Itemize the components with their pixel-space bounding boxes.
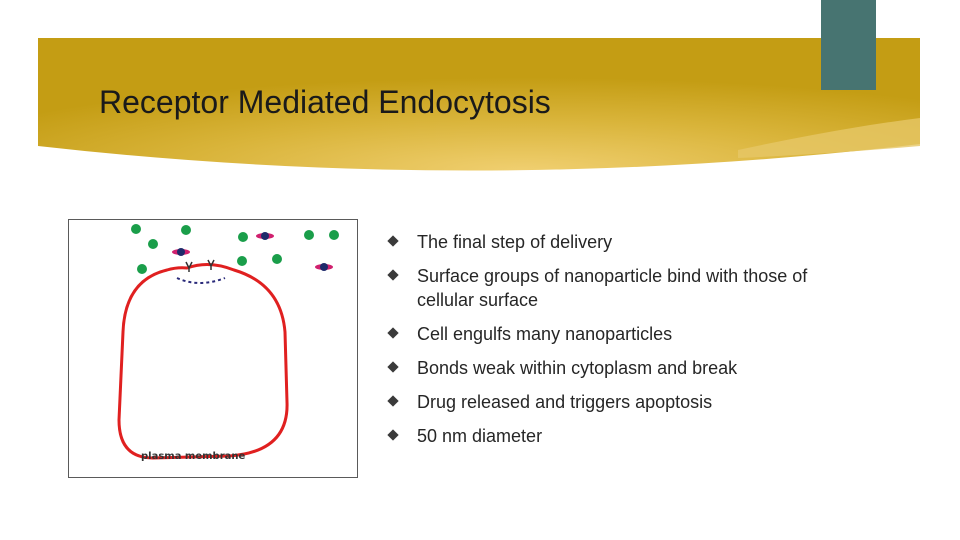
title-banner	[38, 0, 920, 171]
bullet-item: Drug released and triggers apoptosis	[386, 390, 866, 414]
membrane-label: plasma membrane	[141, 451, 246, 462]
bullet-item: Cell engulfs many nanoparticles	[386, 322, 866, 346]
bullet-text: Drug released and triggers apoptosis	[417, 392, 713, 412]
endocytosis-diagram	[117, 224, 339, 460]
bullet-text: The final step of delivery	[417, 232, 613, 252]
endocytosis-figure: plasma membrane	[68, 219, 358, 478]
diamond-bullet-icon	[387, 269, 399, 281]
bullet-text: Surface groups of nanoparticle bind with…	[417, 266, 808, 310]
bullet-item: 50 nm diameter	[386, 424, 866, 448]
bullet-list: The final step of delivery Surface group…	[386, 230, 866, 458]
bullet-text: Cell engulfs many nanoparticles	[417, 324, 673, 344]
diamond-bullet-icon	[387, 429, 399, 441]
diamond-bullet-icon	[387, 327, 399, 339]
bullet-text: Bonds weak within cytoplasm and break	[417, 358, 738, 378]
cell-membrane	[117, 263, 289, 460]
bullet-text: 50 nm diameter	[417, 426, 543, 446]
diamond-bullet-icon	[387, 235, 399, 247]
diamond-bullet-icon	[387, 395, 399, 407]
bullet-item: Bonds weak within cytoplasm and break	[386, 356, 866, 380]
receptor-icon	[185, 259, 215, 272]
accent-tab	[821, 0, 876, 90]
banner-swoosh	[738, 118, 920, 158]
nanoparticle-icons	[131, 224, 339, 274]
bullet-item: Surface groups of nanoparticle bind with…	[386, 264, 866, 312]
banner-band	[38, 38, 920, 171]
ligand-particle-icons	[172, 232, 333, 271]
slide-title: Receptor Mediated Endocytosis	[99, 84, 551, 120]
bullet-item: The final step of delivery	[386, 230, 866, 254]
coated-pit-icon	[176, 277, 226, 284]
diamond-bullet-icon	[387, 361, 399, 373]
